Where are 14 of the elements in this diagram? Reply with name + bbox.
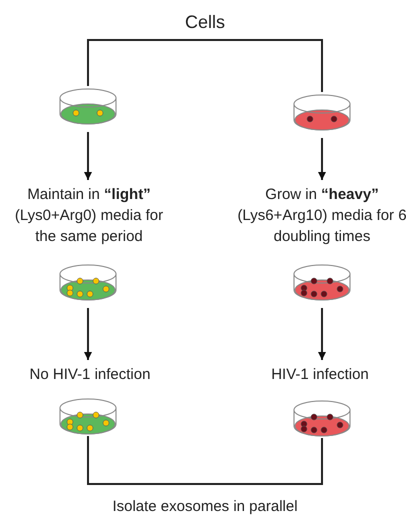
step-text: HIV-1 infection xyxy=(270,365,370,385)
arrow xyxy=(318,308,326,360)
bracket-line xyxy=(205,438,323,485)
step-text: Cells xyxy=(184,12,226,33)
bracket-line xyxy=(87,436,205,485)
arrow xyxy=(318,138,326,180)
arrow xyxy=(84,308,92,360)
arrow xyxy=(84,132,92,180)
step-text: No HIV-1 infection xyxy=(28,365,152,385)
bracket-line xyxy=(87,39,205,86)
step-text: Isolate exosomes in parallel xyxy=(111,497,299,517)
bracket-line xyxy=(205,39,323,92)
step-text: Maintain in “light” (Lys0+Arg0) media for the same period xyxy=(14,185,164,247)
step-text: Grow in “heavy” (Lys6+Arg10) media for 6 doubling times xyxy=(236,185,406,247)
